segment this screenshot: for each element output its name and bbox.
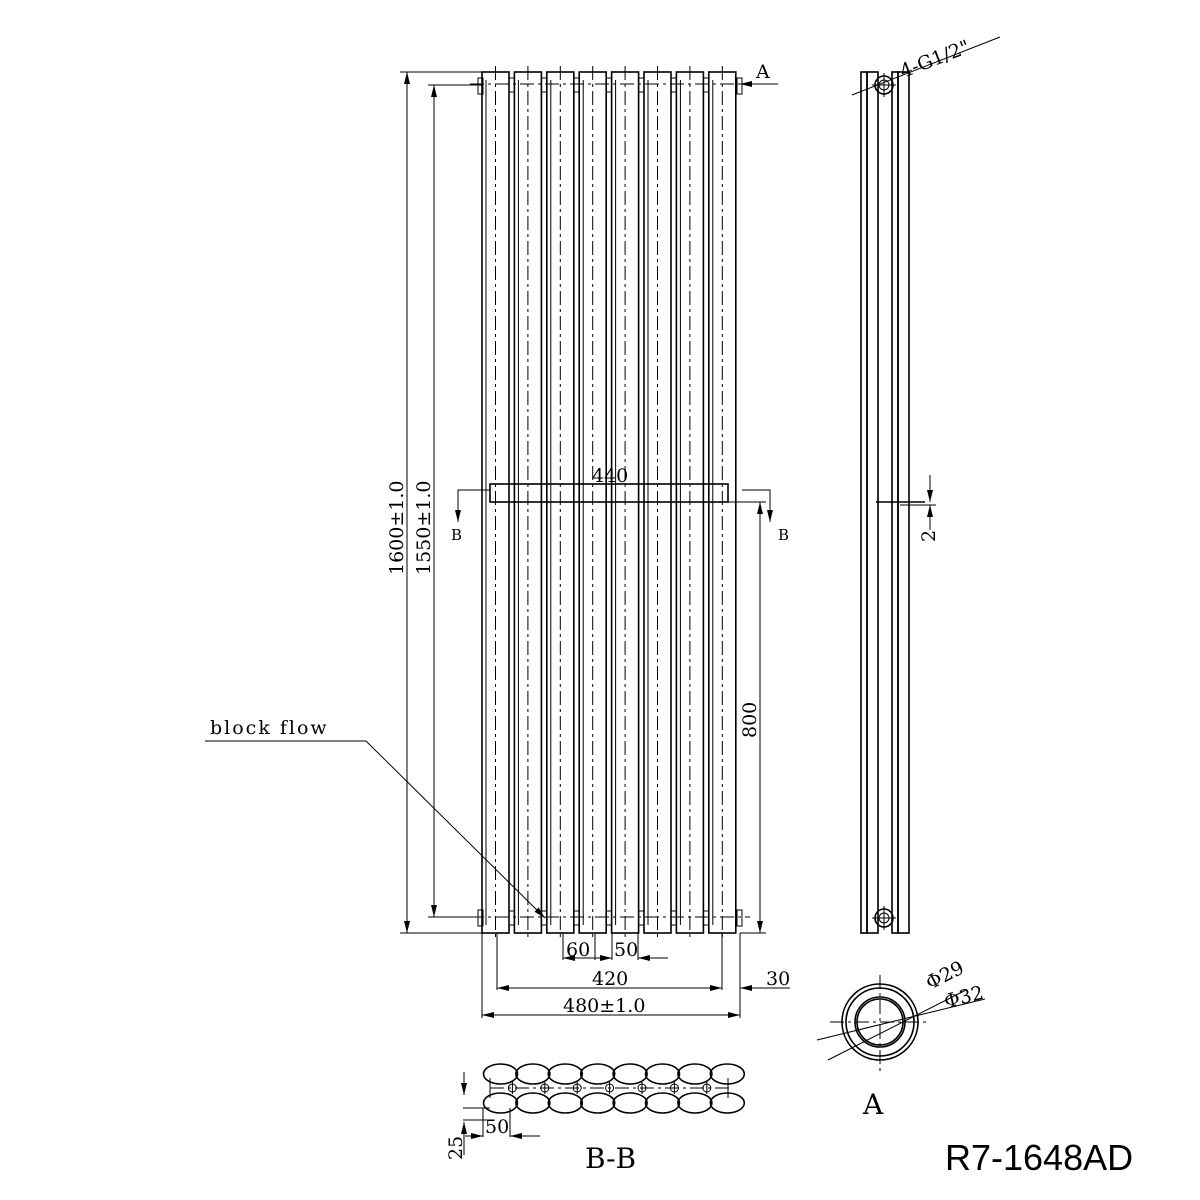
- dim-60-label: 60: [566, 939, 590, 961]
- section-b-b-title: B-B: [585, 1142, 636, 1175]
- radiator-tube: [643, 66, 677, 940]
- section-tube-top: [515, 1063, 551, 1085]
- detail-a-view: Φ29 Φ32 A: [816, 957, 986, 1121]
- model-code: R7-1648AD: [945, 1137, 1133, 1178]
- section-tube-bottom: [644, 1092, 681, 1114]
- dim-1600-label: 1600±1.0: [386, 481, 408, 576]
- dim-480-label: 480±1.0: [563, 995, 645, 1017]
- section-tube-top: [709, 1063, 746, 1085]
- radiator-tubes: [477, 66, 743, 940]
- end-cap: [477, 909, 484, 927]
- section-tube-bottom: [515, 1092, 551, 1114]
- section-dim-25-label: 25: [445, 1136, 467, 1160]
- section-tube-bottom: [612, 1092, 648, 1114]
- dim-800-label: 800: [739, 702, 761, 738]
- dim-440-label: 440: [592, 465, 628, 487]
- section-tube-bottom: [482, 1092, 519, 1114]
- view-a-label: A: [755, 61, 770, 83]
- dim-50-label: 50: [614, 939, 638, 961]
- radiator-tube: [513, 66, 548, 940]
- section-tube-bottom: [677, 1092, 713, 1114]
- block-flow-leader: [205, 740, 546, 919]
- section-dim-50-label: 50: [485, 1116, 509, 1138]
- section-tube-top: [612, 1063, 648, 1085]
- section-b-left-label: B: [451, 526, 462, 544]
- radiator-tube: [675, 66, 710, 940]
- radiator-tube: [481, 66, 515, 940]
- dia-32-label: Φ32: [942, 982, 986, 1013]
- dia-29-leader: [827, 989, 967, 1061]
- section-tube-top: [482, 1063, 519, 1085]
- section-tube-top: [547, 1063, 584, 1085]
- radiator-tube: [610, 66, 645, 940]
- end-cap: [736, 909, 743, 927]
- front-view: A 1600±1.0 1550±1.0 440 B B 800 block fl…: [205, 61, 790, 1018]
- section-b-left-marker: [455, 489, 490, 522]
- connection-fitting-bottom: [872, 906, 896, 930]
- section-b-right-marker: [742, 489, 773, 522]
- detail-a-title: A: [862, 1088, 884, 1121]
- section-tube-top: [644, 1063, 681, 1085]
- radiator-tube: [545, 66, 580, 940]
- towel-bar: [489, 483, 729, 503]
- section-tube-top: [677, 1063, 713, 1085]
- block-flow-label: block flow: [210, 717, 329, 739]
- dim-420-label: 420: [592, 968, 628, 990]
- radiator-tube: [707, 66, 737, 940]
- end-cap: [477, 77, 484, 95]
- dia-32-leader: [816, 998, 986, 1041]
- section-b-right-label: B: [778, 526, 789, 544]
- dim-1550-label: 1550±1.0: [413, 481, 435, 576]
- dim-30-label: 30: [766, 968, 790, 990]
- section-tube-bottom: [547, 1092, 584, 1114]
- section-tube-bottom: [709, 1092, 746, 1114]
- section-tubes: [482, 1063, 746, 1114]
- end-cap: [736, 77, 743, 95]
- section-b-b-view: 25 50 B-B: [445, 1063, 746, 1175]
- dim-2-label: 2: [918, 530, 940, 542]
- connection-leader: [851, 36, 1001, 96]
- side-rail: [860, 71, 868, 934]
- side-view: 4-G1/2" 2: [851, 36, 1001, 934]
- section-tube-top: [579, 1063, 616, 1085]
- connection-spec-label: 4-G1/2": [897, 36, 973, 83]
- radiator-tube: [578, 66, 613, 940]
- section-tube-bottom: [579, 1092, 616, 1114]
- connection-fitting-top: [872, 73, 896, 97]
